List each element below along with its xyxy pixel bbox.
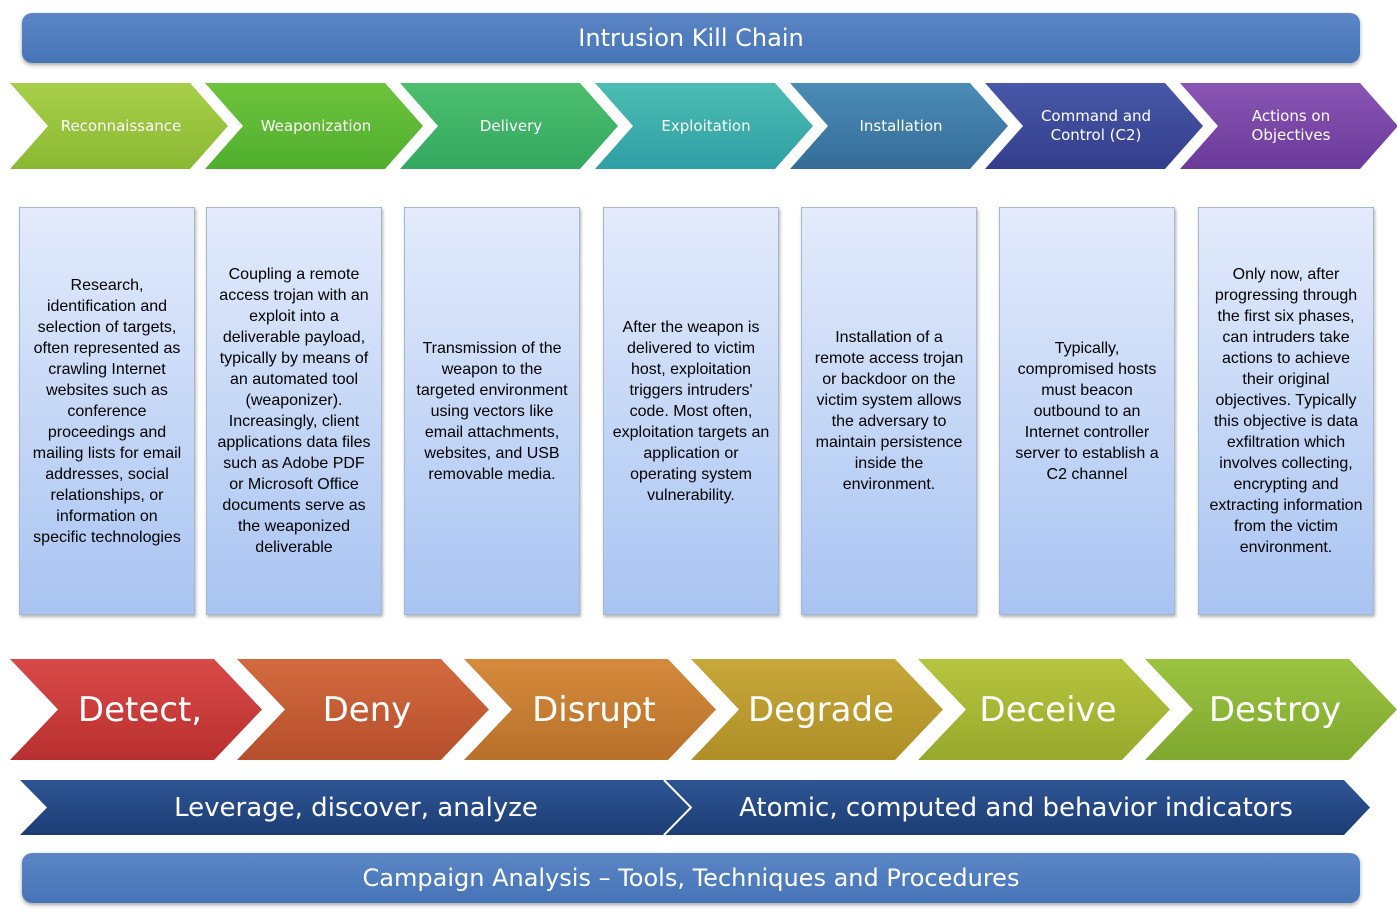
action-chevron-2: Deny bbox=[237, 659, 489, 760]
action-chevron-6: Destroy bbox=[1145, 659, 1397, 760]
phase-chevron-5: Installation bbox=[790, 83, 1008, 169]
phase-label: Installation bbox=[859, 116, 943, 135]
phase-description-text: Transmission of the weapon to the target… bbox=[416, 339, 568, 483]
phase-description-box-4: After the weapon is delivered to victim … bbox=[603, 207, 779, 615]
phase-description-text: Only now, after progressing through the … bbox=[1209, 266, 1363, 556]
phase-description-box-1: Research, identification and selection o… bbox=[19, 207, 195, 615]
campaign-analysis-label: Campaign Analysis – Tools, Techniques an… bbox=[362, 864, 1020, 892]
phase-label: Exploitation bbox=[661, 116, 751, 135]
phase-chevron-6: Command and Control (C2) bbox=[985, 83, 1203, 169]
strip-left-label: Leverage, discover, analyze bbox=[174, 792, 538, 823]
strip-right-arrow: Atomic, computed and behavior indicators bbox=[662, 780, 1370, 835]
phase-description-text: Installation of a remote access trojan o… bbox=[814, 329, 964, 493]
phase-description-text: Research, identification and selection o… bbox=[32, 276, 182, 546]
phase-label: Command and Control (C2) bbox=[1040, 107, 1152, 144]
action-chevron-1: Detect, bbox=[10, 659, 262, 760]
phase-description-text: Coupling a remote access trojan with an … bbox=[217, 266, 371, 556]
phase-description-text: After the weapon is delivered to victim … bbox=[612, 318, 770, 504]
phase-description-box-6: Typically, compromised hosts must beacon… bbox=[999, 207, 1175, 615]
action-label: Deny bbox=[322, 689, 412, 730]
action-label: Deceive bbox=[979, 689, 1117, 730]
phase-chevron-2: Weaponization bbox=[205, 83, 423, 169]
phase-label: Actions on Objectives bbox=[1251, 107, 1331, 144]
phase-description-text: Typically, compromised hosts must beacon… bbox=[1015, 339, 1159, 483]
phase-label: Reconnaissance bbox=[60, 116, 182, 135]
phase-description-box-5: Installation of a remote access trojan o… bbox=[801, 207, 977, 615]
phase-label: Weaponization bbox=[260, 116, 372, 135]
action-chevron-5: Deceive bbox=[918, 659, 1170, 760]
strip-left-arrow: Leverage, discover, analyze bbox=[20, 780, 692, 835]
phase-description-box-2: Coupling a remote access trojan with an … bbox=[206, 207, 382, 615]
phase-chevron-1: Reconnaissance bbox=[10, 83, 228, 169]
action-chevron-3: Disrupt bbox=[464, 659, 716, 760]
campaign-analysis-banner: Campaign Analysis – Tools, Techniques an… bbox=[22, 853, 1360, 903]
phase-chevron-3: Delivery bbox=[400, 83, 618, 169]
strip-right-label: Atomic, computed and behavior indicators bbox=[739, 792, 1293, 823]
diagram-title: Intrusion Kill Chain bbox=[578, 24, 804, 52]
action-label: Disrupt bbox=[532, 689, 656, 730]
phase-description-box-3: Transmission of the weapon to the target… bbox=[404, 207, 580, 615]
action-label: Degrade bbox=[748, 689, 894, 730]
phase-description-box-7: Only now, after progressing through the … bbox=[1198, 207, 1374, 615]
phase-label: Delivery bbox=[479, 116, 543, 135]
action-label: Detect, bbox=[77, 689, 203, 730]
action-chevron-4: Degrade bbox=[691, 659, 943, 760]
action-label: Destroy bbox=[1208, 689, 1342, 730]
phase-chevron-4: Exploitation bbox=[595, 83, 813, 169]
title-banner: Intrusion Kill Chain bbox=[22, 13, 1360, 63]
phase-chevron-7: Actions on Objectives bbox=[1180, 83, 1397, 169]
